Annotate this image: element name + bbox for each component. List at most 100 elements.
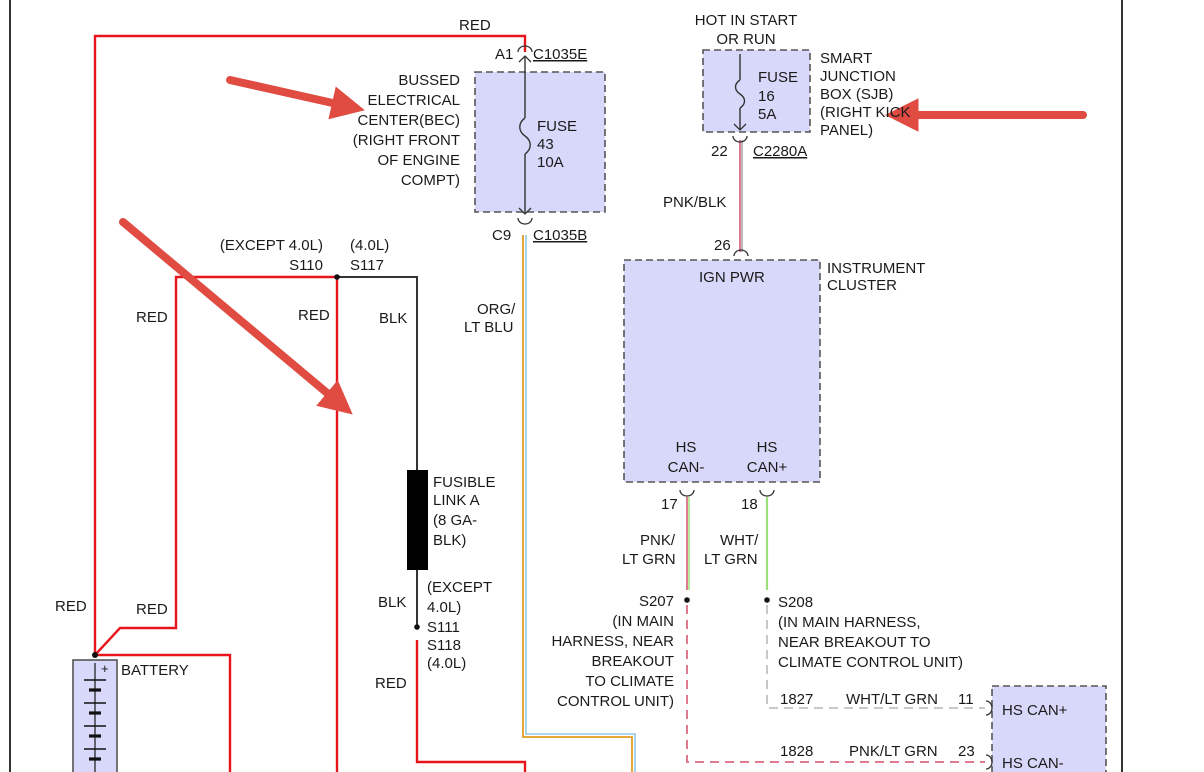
wire-label-wht-lt-grn-2: LT GRN — [704, 551, 758, 568]
battery-label: BATTERY — [121, 662, 189, 679]
wire-label-blk-s111: BLK — [378, 594, 406, 611]
sjb-pin: 22 — [711, 143, 728, 160]
splice-s111-dot — [414, 624, 420, 630]
wire-label-red-s111: RED — [375, 675, 407, 692]
sjb-label-4: (RIGHT KICK — [820, 104, 911, 121]
annotation-arrows — [119, 76, 1087, 415]
climate-control-module — [985, 685, 1107, 772]
sjb-hot-label-1: HOT IN START — [695, 12, 798, 29]
bec-pin-bottom: C9 — [492, 227, 511, 244]
splice-s207-6: CONTROL UNIT) — [557, 693, 674, 710]
splice-s208-dot — [764, 597, 770, 603]
bec-fuse-number: 43 — [537, 136, 554, 153]
climate-label-minus: HS CAN- — [1002, 755, 1064, 772]
bec-label-3: CENTER(BEC) — [357, 112, 460, 129]
splice-s111-3: S111 — [427, 619, 460, 636]
sjb-label-1: SMART — [820, 50, 872, 67]
can-minus-wire — [686, 497, 985, 763]
splice-s111-5: (4.0L) — [427, 655, 466, 672]
bec-connector-bottom: C1035B — [533, 227, 587, 244]
ic-ign-pwr: IGN PWR — [699, 269, 765, 286]
splice-s208-2: (IN MAIN HARNESS, — [778, 614, 921, 631]
sjb-connector: C2280A — [753, 143, 807, 160]
wire-label-red-bottom-left-2: RED — [136, 601, 168, 618]
splice-s208-3: NEAR BREAKOUT TO — [778, 634, 931, 651]
blk-wire-s117 — [337, 276, 418, 470]
ic-pin-in: 26 — [714, 237, 731, 254]
wire-label-pnk-blk: PNK/BLK — [663, 194, 726, 211]
splice-s207-4: BREAKOUT — [591, 653, 674, 670]
splice-s111-2: 4.0L) — [427, 599, 461, 616]
labels: RED RED RED RED RED RED BLK BLK ORG/ LT … — [55, 12, 1068, 772]
bec-label-6: COMPT) — [401, 172, 460, 189]
wire-label-pnk-lt-grn-2: LT GRN — [622, 551, 676, 568]
red-wires — [93, 34, 527, 772]
instrument-cluster-module — [623, 249, 821, 497]
red-wire-battery-branch — [94, 595, 178, 656]
bec-module — [474, 45, 606, 225]
bec-label-1: BUSSED — [398, 72, 460, 89]
splice-s111-1: (EXCEPT — [427, 579, 492, 596]
splice-s110: S110 — [289, 257, 323, 274]
splice-s110-dot — [334, 274, 340, 280]
sjb-module — [702, 49, 811, 143]
red-wire-top — [93, 34, 527, 655]
splice-s208-4: CLIMATE CONTROL UNIT) — [778, 654, 963, 671]
fusible-link-label-2: LINK A — [433, 492, 480, 509]
fusible-link-label-4: BLK) — [433, 532, 466, 549]
splice-s207-2: (IN MAIN — [612, 613, 674, 630]
splice-battery-dot — [92, 652, 98, 658]
wire-label-org-lt-blu-1: ORG/ — [477, 301, 516, 318]
bec-pin-top: A1 — [495, 46, 513, 63]
ic-label-2: CLUSTER — [827, 277, 897, 294]
sjb-label-3: BOX (SJB) — [820, 86, 893, 103]
splice-s117: S117 — [350, 257, 384, 274]
climate-wire-plus: WHT/LT GRN — [846, 691, 938, 708]
wire-label-red-bottom-left: RED — [55, 598, 87, 615]
battery-symbol — [72, 659, 118, 772]
wire-label-wht-lt-grn-1: WHT/ — [720, 532, 759, 549]
splice-s207-3: HARNESS, NEAR — [551, 633, 674, 650]
splice-s207-dot — [684, 597, 690, 603]
bec-label-2: ELECTRICAL — [367, 92, 460, 109]
bec-connector-top: C1035E — [533, 46, 587, 63]
climate-pin-minus: 23 — [958, 743, 975, 760]
red-wire-s111 — [415, 640, 527, 772]
ic-label-1: INSTRUMENT — [827, 260, 925, 277]
splice-dots — [92, 274, 770, 658]
climate-circuit-minus: 1828 — [780, 743, 813, 760]
fusible-link-body — [407, 470, 428, 570]
sjb-fuse-label: FUSE — [758, 69, 798, 86]
ic-can-plus-2: CAN+ — [747, 459, 788, 476]
pnk-blk-wire — [739, 140, 743, 252]
wire-label-red-left-1: RED — [136, 309, 168, 326]
splice-except-40: (EXCEPT 4.0L) — [220, 237, 323, 254]
fusible-link-label-1: FUSIBLE — [433, 474, 496, 491]
wire-label-red-left-2: RED — [298, 307, 330, 324]
ic-pin-plus: 18 — [741, 496, 758, 513]
sjb-fuse-rating: 5A — [758, 106, 776, 123]
climate-pin-plus: 11 — [958, 691, 974, 708]
ic-pin-minus: 17 — [661, 496, 678, 513]
bec-fuse-rating: 10A — [537, 154, 564, 171]
arrow-to-red-wire — [119, 218, 353, 415]
red-wire-s110-branch — [174, 275, 339, 772]
fusible-link-label-3: (8 GA- — [433, 512, 477, 529]
bec-fuse-label: FUSE — [537, 118, 577, 135]
splice-s208-1: S208 — [778, 594, 813, 611]
wire-label-blk-top: BLK — [379, 310, 407, 327]
sjb-hot-label-2: OR RUN — [716, 31, 775, 48]
black-wires — [337, 276, 418, 625]
bec-label-5: OF ENGINE — [377, 152, 460, 169]
climate-circuit-plus: 1827 — [780, 691, 813, 708]
sjb-label-5: PANEL) — [820, 122, 873, 139]
bec-label-4: (RIGHT FRONT — [353, 132, 460, 149]
wire-label-pnk-lt-grn-1: PNK/ — [640, 532, 676, 549]
splice-only-40: (4.0L) — [350, 237, 389, 254]
red-wire-battery-out — [95, 653, 232, 772]
wire-label-org-lt-blu-2: LT BLU — [464, 319, 513, 336]
climate-label-plus: HS CAN+ — [1002, 702, 1068, 719]
splice-s207-1: S207 — [639, 593, 674, 610]
ic-can-plus-1: HS — [757, 439, 778, 456]
